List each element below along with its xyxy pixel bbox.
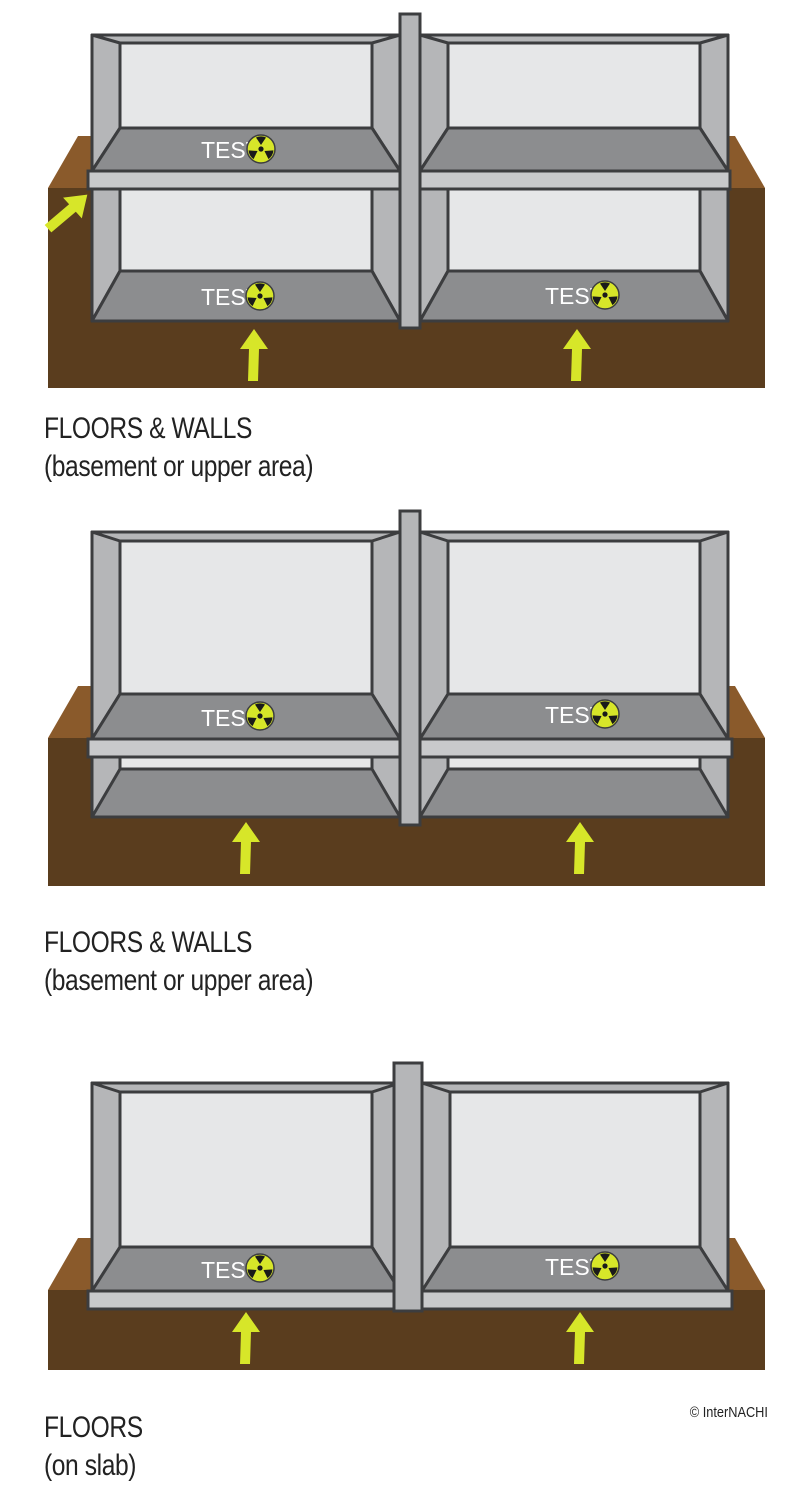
room-left-upper [90, 33, 402, 173]
radiation-icon [590, 699, 620, 729]
room-right-upper [418, 33, 730, 173]
room-right-upper [418, 530, 730, 741]
caption-title: FLOORS & WALLS [44, 926, 252, 959]
room-right [420, 1081, 730, 1293]
caption-subtitle: (on slab) [44, 1449, 137, 1482]
panel-2-caption: FLOORS & WALLS (basement or upper area) [44, 924, 372, 1000]
room-left-upper [90, 530, 402, 741]
crawlspace-left [90, 755, 402, 819]
center-post [398, 509, 422, 827]
radiation-icon [245, 281, 275, 311]
center-post [398, 12, 422, 330]
crawlspace-right [418, 755, 730, 819]
radiation-icon [245, 701, 275, 731]
caption-subtitle: (basement or upper area) [44, 964, 314, 997]
panel-3-illustration: TEST TEST [48, 1061, 765, 1370]
room-right-lower [418, 187, 730, 323]
panel-3-caption: FLOORS (on slab) [44, 1409, 164, 1485]
room-left [90, 1081, 402, 1293]
radiation-icon [246, 134, 276, 164]
panel-1-illustration: TEST TEST TEST [39, 12, 765, 388]
radiation-icon [590, 1251, 620, 1281]
panel-1-caption: FLOORS & WALLS (basement or upper area) [44, 410, 372, 486]
radiation-icon [245, 1253, 275, 1283]
radiation-icon [590, 280, 620, 310]
center-post [392, 1061, 424, 1313]
caption-subtitle: (basement or upper area) [44, 450, 314, 483]
caption-title: FLOORS [44, 1411, 143, 1444]
caption-title: FLOORS & WALLS [44, 412, 252, 445]
panel-2-illustration: TEST TEST [48, 509, 765, 886]
copyright-notice: © InterNACHI [689, 1404, 768, 1421]
